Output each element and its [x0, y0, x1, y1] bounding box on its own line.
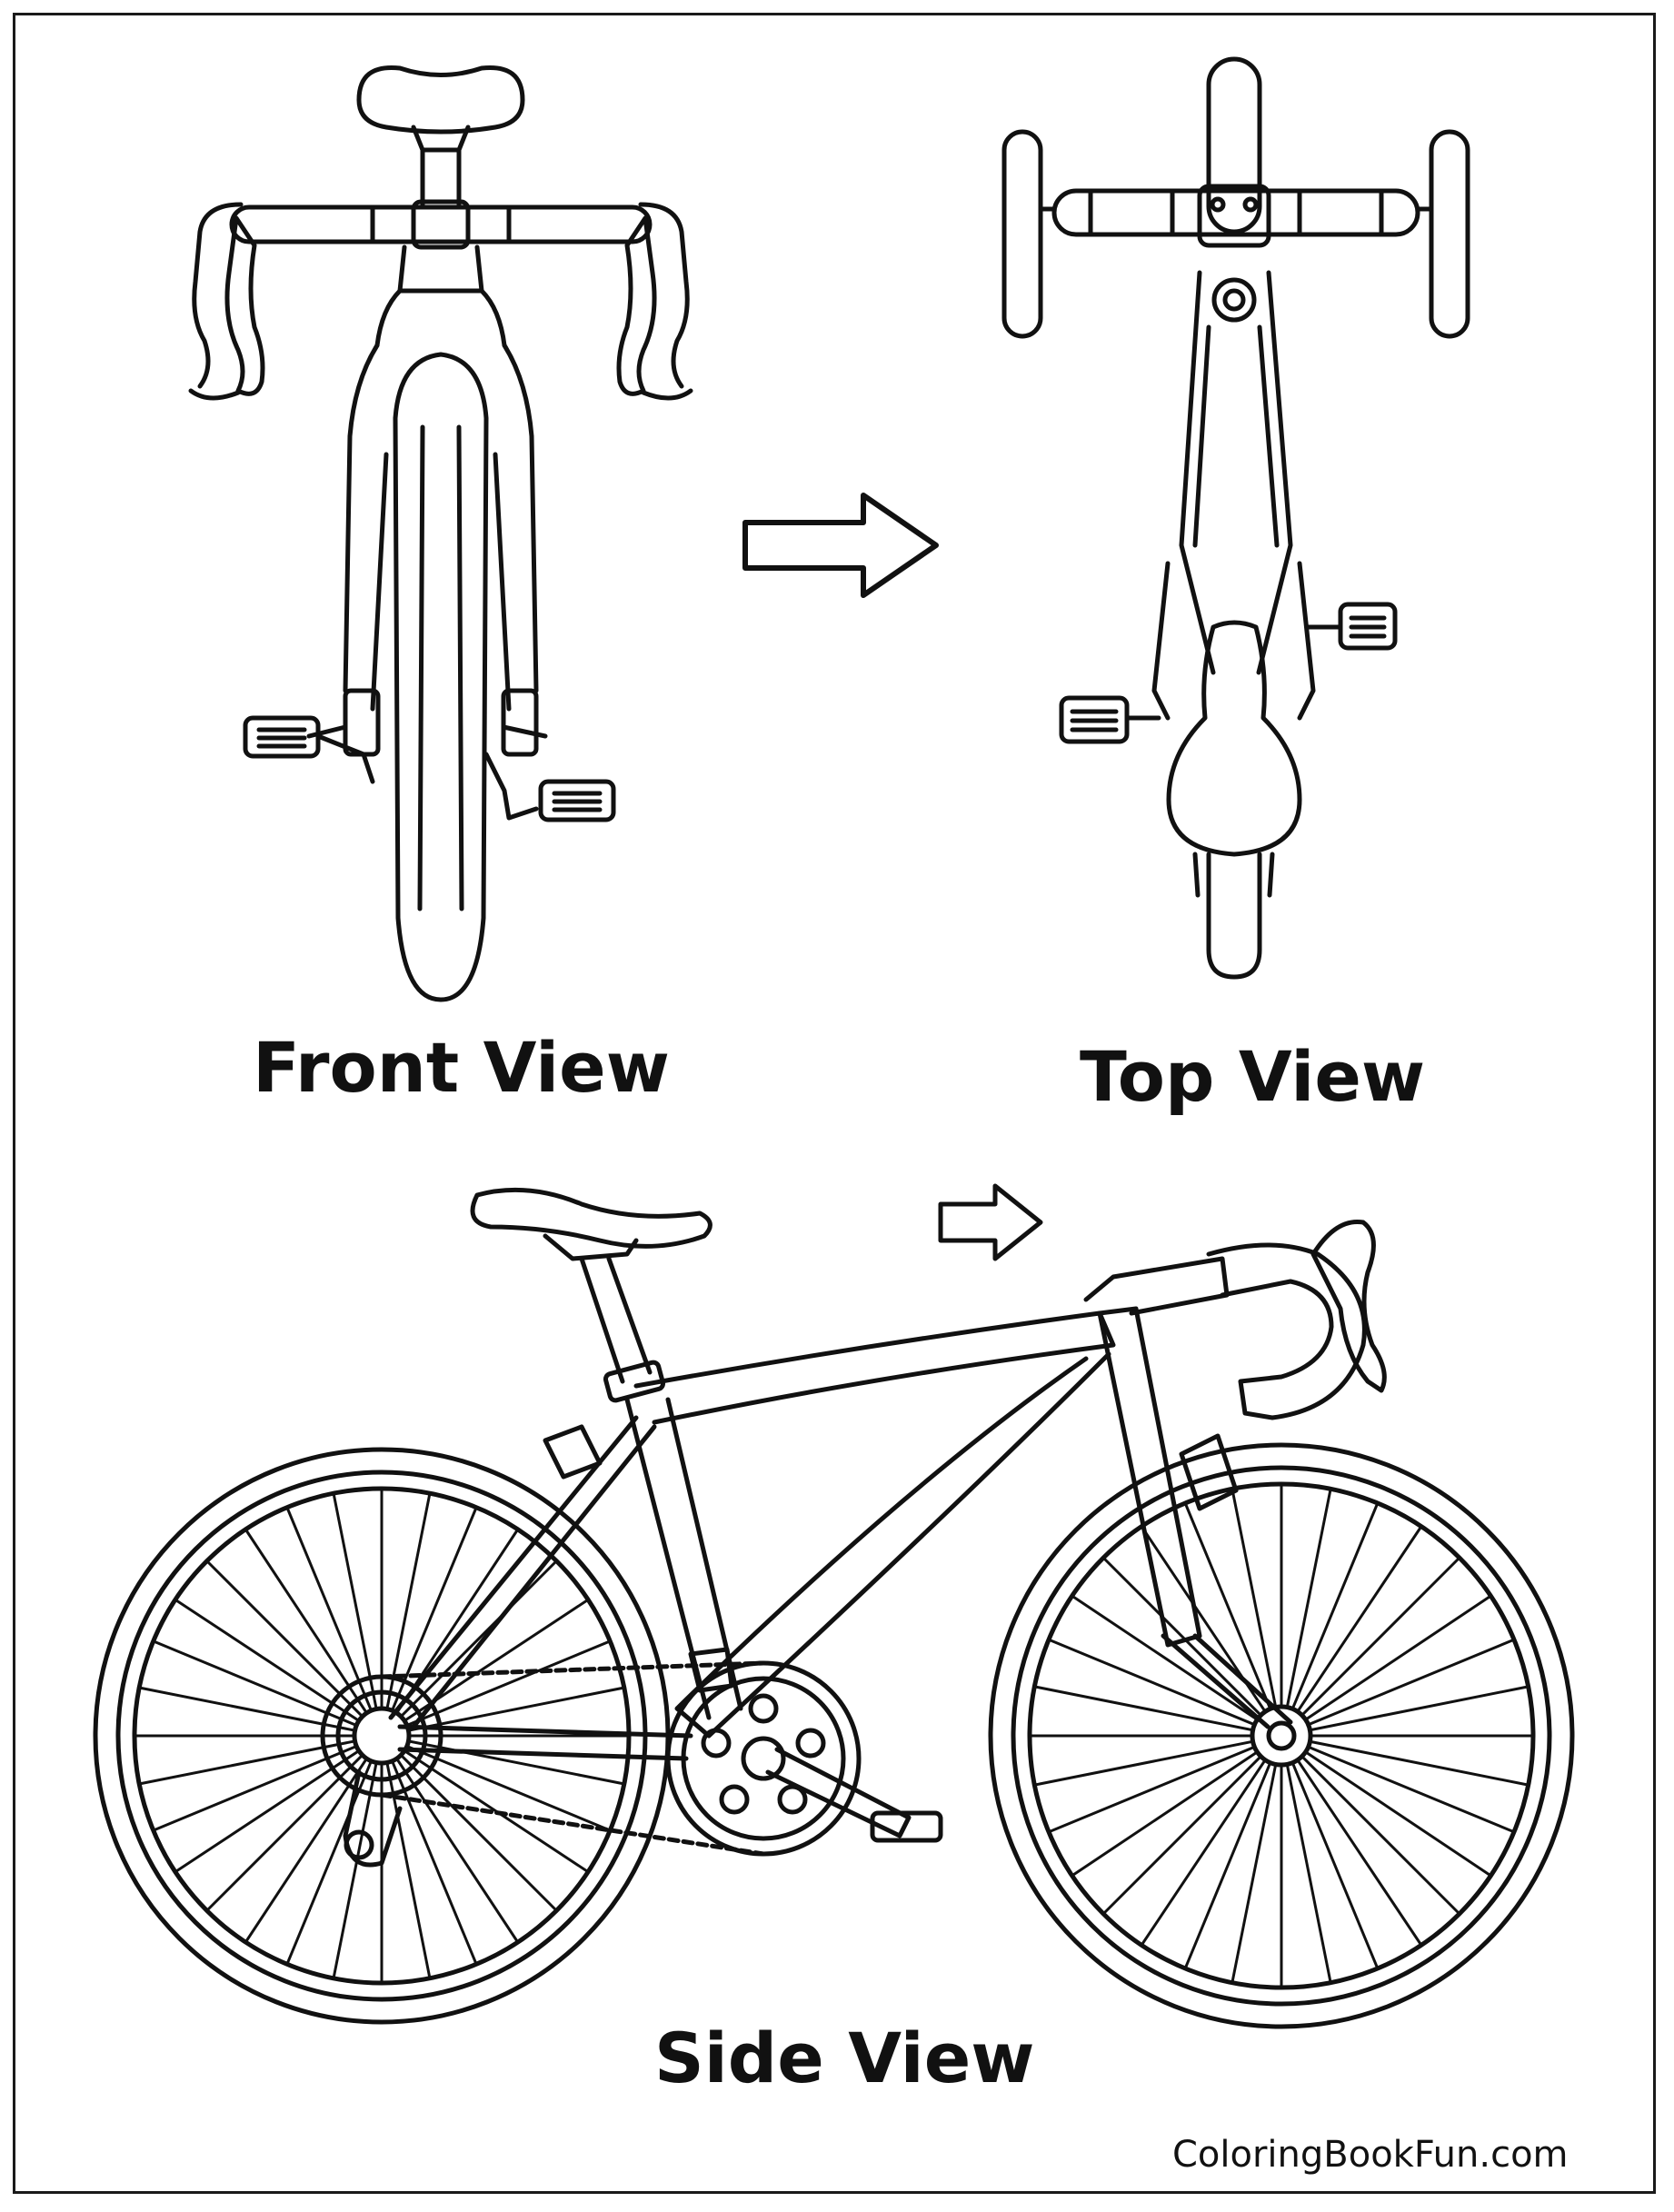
arrow-right-icon — [941, 1186, 1041, 1259]
front-view-label: Front View — [253, 1027, 670, 1108]
top-view-bike — [1004, 59, 1468, 977]
brand-watermark[interactable]: ColoringBookFun.com — [1172, 2134, 1569, 2176]
side-view-bike — [95, 1190, 1572, 2027]
arrow-right-icon — [745, 495, 936, 595]
front-view-bike — [191, 67, 691, 1000]
page-border — [13, 13, 1656, 2194]
side-view-label: Side View — [654, 2018, 1035, 2098]
top-view-label: Top View — [1080, 1036, 1426, 1117]
